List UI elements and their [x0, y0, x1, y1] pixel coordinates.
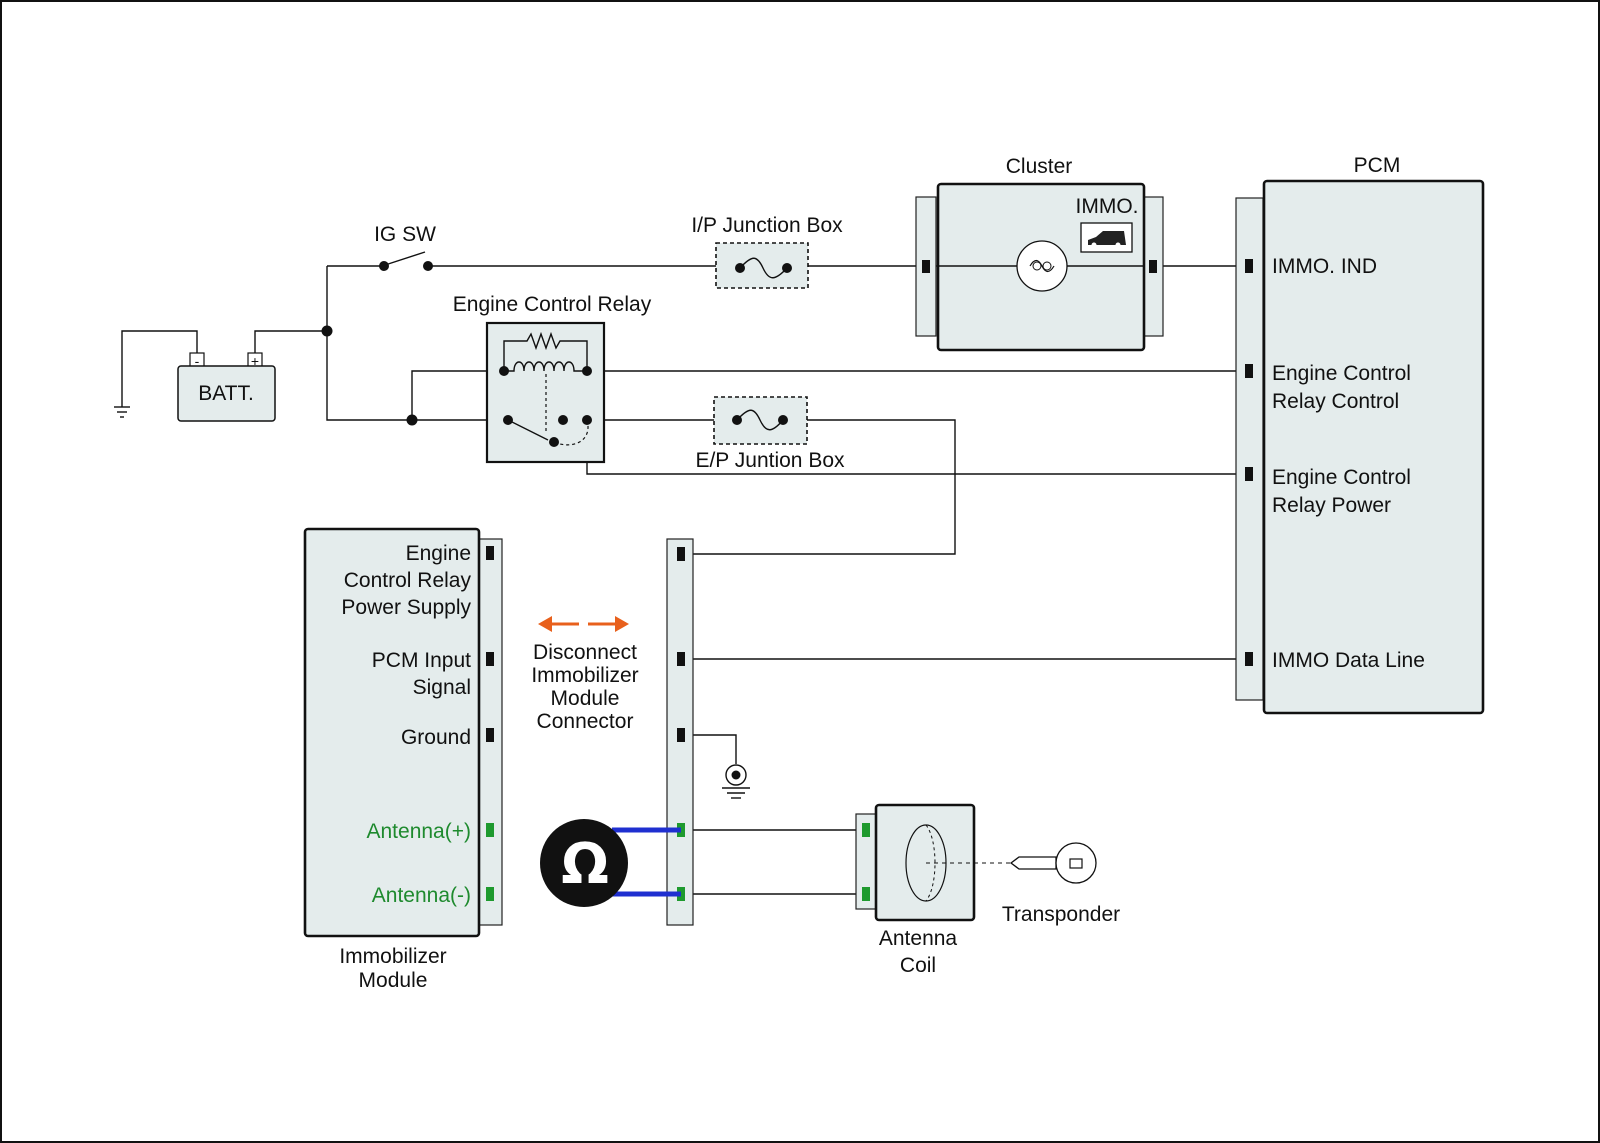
antenna-coil-label-line1: Antenna	[879, 927, 958, 950]
ep-junction-box-label: E/P Juntion Box	[695, 449, 845, 472]
immobilizer-module-label-line2: Module	[359, 969, 428, 992]
disconnect-label-line1: Disconnect	[533, 641, 637, 664]
immo-pin-ecr-line1: Engine	[406, 542, 471, 565]
immo-pin-ground: Ground	[401, 726, 471, 749]
immo-pin-pcm-line2: Signal	[413, 676, 471, 699]
pcm	[1235, 179, 1485, 715]
car-icon	[1080, 222, 1133, 253]
ip-junction-box-label: I/P Junction Box	[691, 214, 843, 237]
engine-control-relay	[485, 321, 606, 464]
ohm-symbol: Ω	[561, 832, 609, 897]
disconnect-arrows-icon	[538, 616, 629, 632]
immo-pin-pcm-line1: PCM Input	[372, 649, 471, 672]
antenna-coil	[855, 803, 1014, 922]
antenna-coil-label-line2: Coil	[900, 954, 936, 977]
immo-pin-ecr-line2: Control Relay	[344, 569, 472, 592]
lamp-icon	[1016, 240, 1068, 292]
disconnect-label-line2: Immobilizer	[531, 664, 638, 687]
engine-control-relay-label: Engine Control Relay	[453, 293, 652, 316]
pcm-pin-relay-power-line2: Relay Power	[1272, 494, 1391, 517]
pcm-pin-immo-data-line: IMMO Data Line	[1272, 649, 1425, 672]
ohm-icon: Ω	[540, 819, 681, 907]
immobilizer-module-label-line1: Immobilizer	[339, 945, 446, 968]
immo-pin-ecr-line3: Power Supply	[341, 596, 471, 619]
battery-positive-label: +	[251, 353, 259, 369]
immo-pin-antenna-negative: Antenna(-)	[372, 884, 471, 907]
disconnect-label-line4: Connector	[537, 710, 634, 733]
pcm-pin-relay-control-line1: Engine Control	[1272, 362, 1411, 385]
immobilizer-module	[303, 527, 503, 938]
ip-fuse-icon	[715, 242, 809, 289]
battery-ground-icon	[114, 406, 130, 418]
battery-label: BATT.	[198, 382, 254, 405]
battery-negative-label: -	[195, 353, 200, 369]
pcm-pin-immo-ind: IMMO. IND	[1272, 255, 1377, 278]
key-icon	[1009, 842, 1097, 884]
pcm-label: PCM	[1354, 154, 1401, 177]
transponder-label: Transponder	[1002, 903, 1120, 926]
ep-fuse-icon	[713, 396, 808, 445]
immo-indicator-label: IMMO.	[1076, 195, 1139, 218]
ground-icon	[722, 764, 750, 799]
cluster-label: Cluster	[1006, 155, 1073, 178]
battery: - + BATT.	[177, 352, 276, 422]
ig-switch-label: IG SW	[374, 223, 436, 246]
disconnect-label-line3: Module	[551, 687, 620, 710]
immo-pin-antenna-positive: Antenna(+)	[367, 820, 472, 843]
pcm-pin-relay-control-line2: Relay Control	[1272, 390, 1399, 413]
pcm-pin-relay-power-line1: Engine Control	[1272, 466, 1411, 489]
cluster: IMMO.	[915, 182, 1164, 352]
